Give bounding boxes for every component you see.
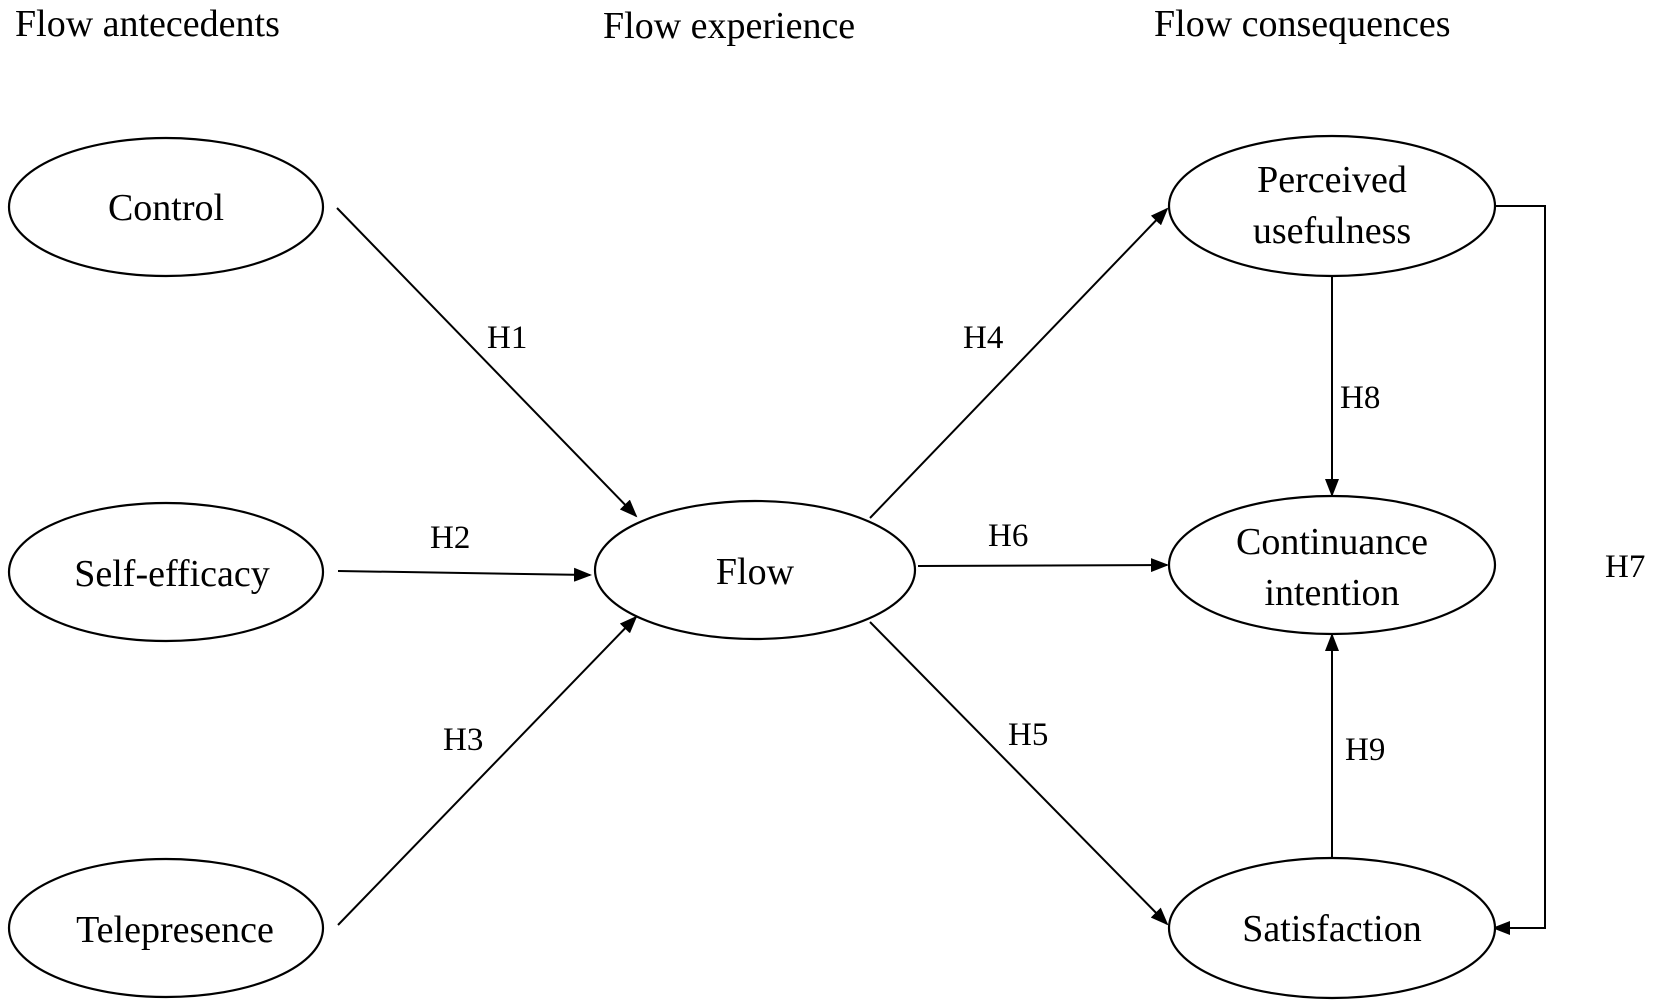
edge-h8: H8 xyxy=(1325,276,1380,497)
edge-h4: H4 xyxy=(869,207,1169,519)
node-telepresence-label: Telepresence xyxy=(76,909,274,951)
node-telepresence: Telepresence xyxy=(7,857,325,999)
node-flow: Flow xyxy=(593,499,917,641)
heading-flow-antecedents: Flow antecedents xyxy=(15,3,280,45)
edge-h9-label: H9 xyxy=(1345,732,1385,768)
edge-h2: H2 xyxy=(337,520,592,582)
edge-h4-line xyxy=(869,207,1169,519)
node-control-ellipse xyxy=(7,136,325,278)
node-telepresence-ellipse xyxy=(7,857,325,999)
node-perceived-usefulness-line-2: usefulness xyxy=(1253,210,1411,252)
edge-h6-line xyxy=(917,558,1169,573)
edge-h6: H6 xyxy=(917,518,1169,573)
node-continuance-intention: Continuance intention xyxy=(1167,494,1497,636)
node-flow-label: Flow xyxy=(716,551,795,593)
node-control-label: Control xyxy=(108,187,224,229)
node-continuance-intention-line-1: Continuance xyxy=(1236,521,1428,563)
node-satisfaction-label: Satisfaction xyxy=(1242,908,1421,950)
node-self-efficacy: Self-efficacy xyxy=(7,501,325,643)
edge-h7-label: H7 xyxy=(1605,549,1645,585)
node-control: Control xyxy=(7,136,325,278)
edge-h2-line xyxy=(337,567,592,582)
edge-h2-label: H2 xyxy=(430,520,470,556)
edge-h1: H1 xyxy=(336,207,638,518)
edge-h4-label: H4 xyxy=(963,320,1003,356)
node-satisfaction-ellipse xyxy=(1167,856,1497,1000)
node-self-efficacy-label: Self-efficacy xyxy=(74,553,270,595)
edge-h3-line xyxy=(337,615,638,926)
node-satisfaction: Satisfaction xyxy=(1167,856,1497,1000)
edge-h5-label: H5 xyxy=(1008,717,1048,753)
node-continuance-intention-ellipse xyxy=(1167,494,1497,636)
edge-h7-line xyxy=(1492,205,1546,935)
edge-h9: H9 xyxy=(1325,633,1385,857)
node-continuance-intention-line-2: intention xyxy=(1264,572,1399,614)
edge-h6-label: H6 xyxy=(988,518,1028,554)
node-flow-ellipse xyxy=(593,499,917,641)
edge-h3-label: H3 xyxy=(443,722,483,758)
node-self-efficacy-ellipse xyxy=(7,501,325,643)
edge-h5: H5 xyxy=(869,621,1169,926)
edge-h1-label: H1 xyxy=(487,320,527,356)
edge-h8-label: H8 xyxy=(1340,380,1380,416)
node-perceived-usefulness: Perceived usefulness xyxy=(1167,134,1497,278)
node-perceived-usefulness-ellipse xyxy=(1167,134,1497,278)
heading-flow-experience: Flow experience xyxy=(603,5,855,47)
node-perceived-usefulness-line-1: Perceived xyxy=(1257,159,1407,201)
heading-flow-consequences: Flow consequences xyxy=(1154,3,1451,45)
edge-h5-line xyxy=(869,621,1169,926)
edge-h1-line xyxy=(336,207,638,518)
edge-h7: H7 xyxy=(1492,205,1645,935)
edge-h3: H3 xyxy=(337,615,638,926)
